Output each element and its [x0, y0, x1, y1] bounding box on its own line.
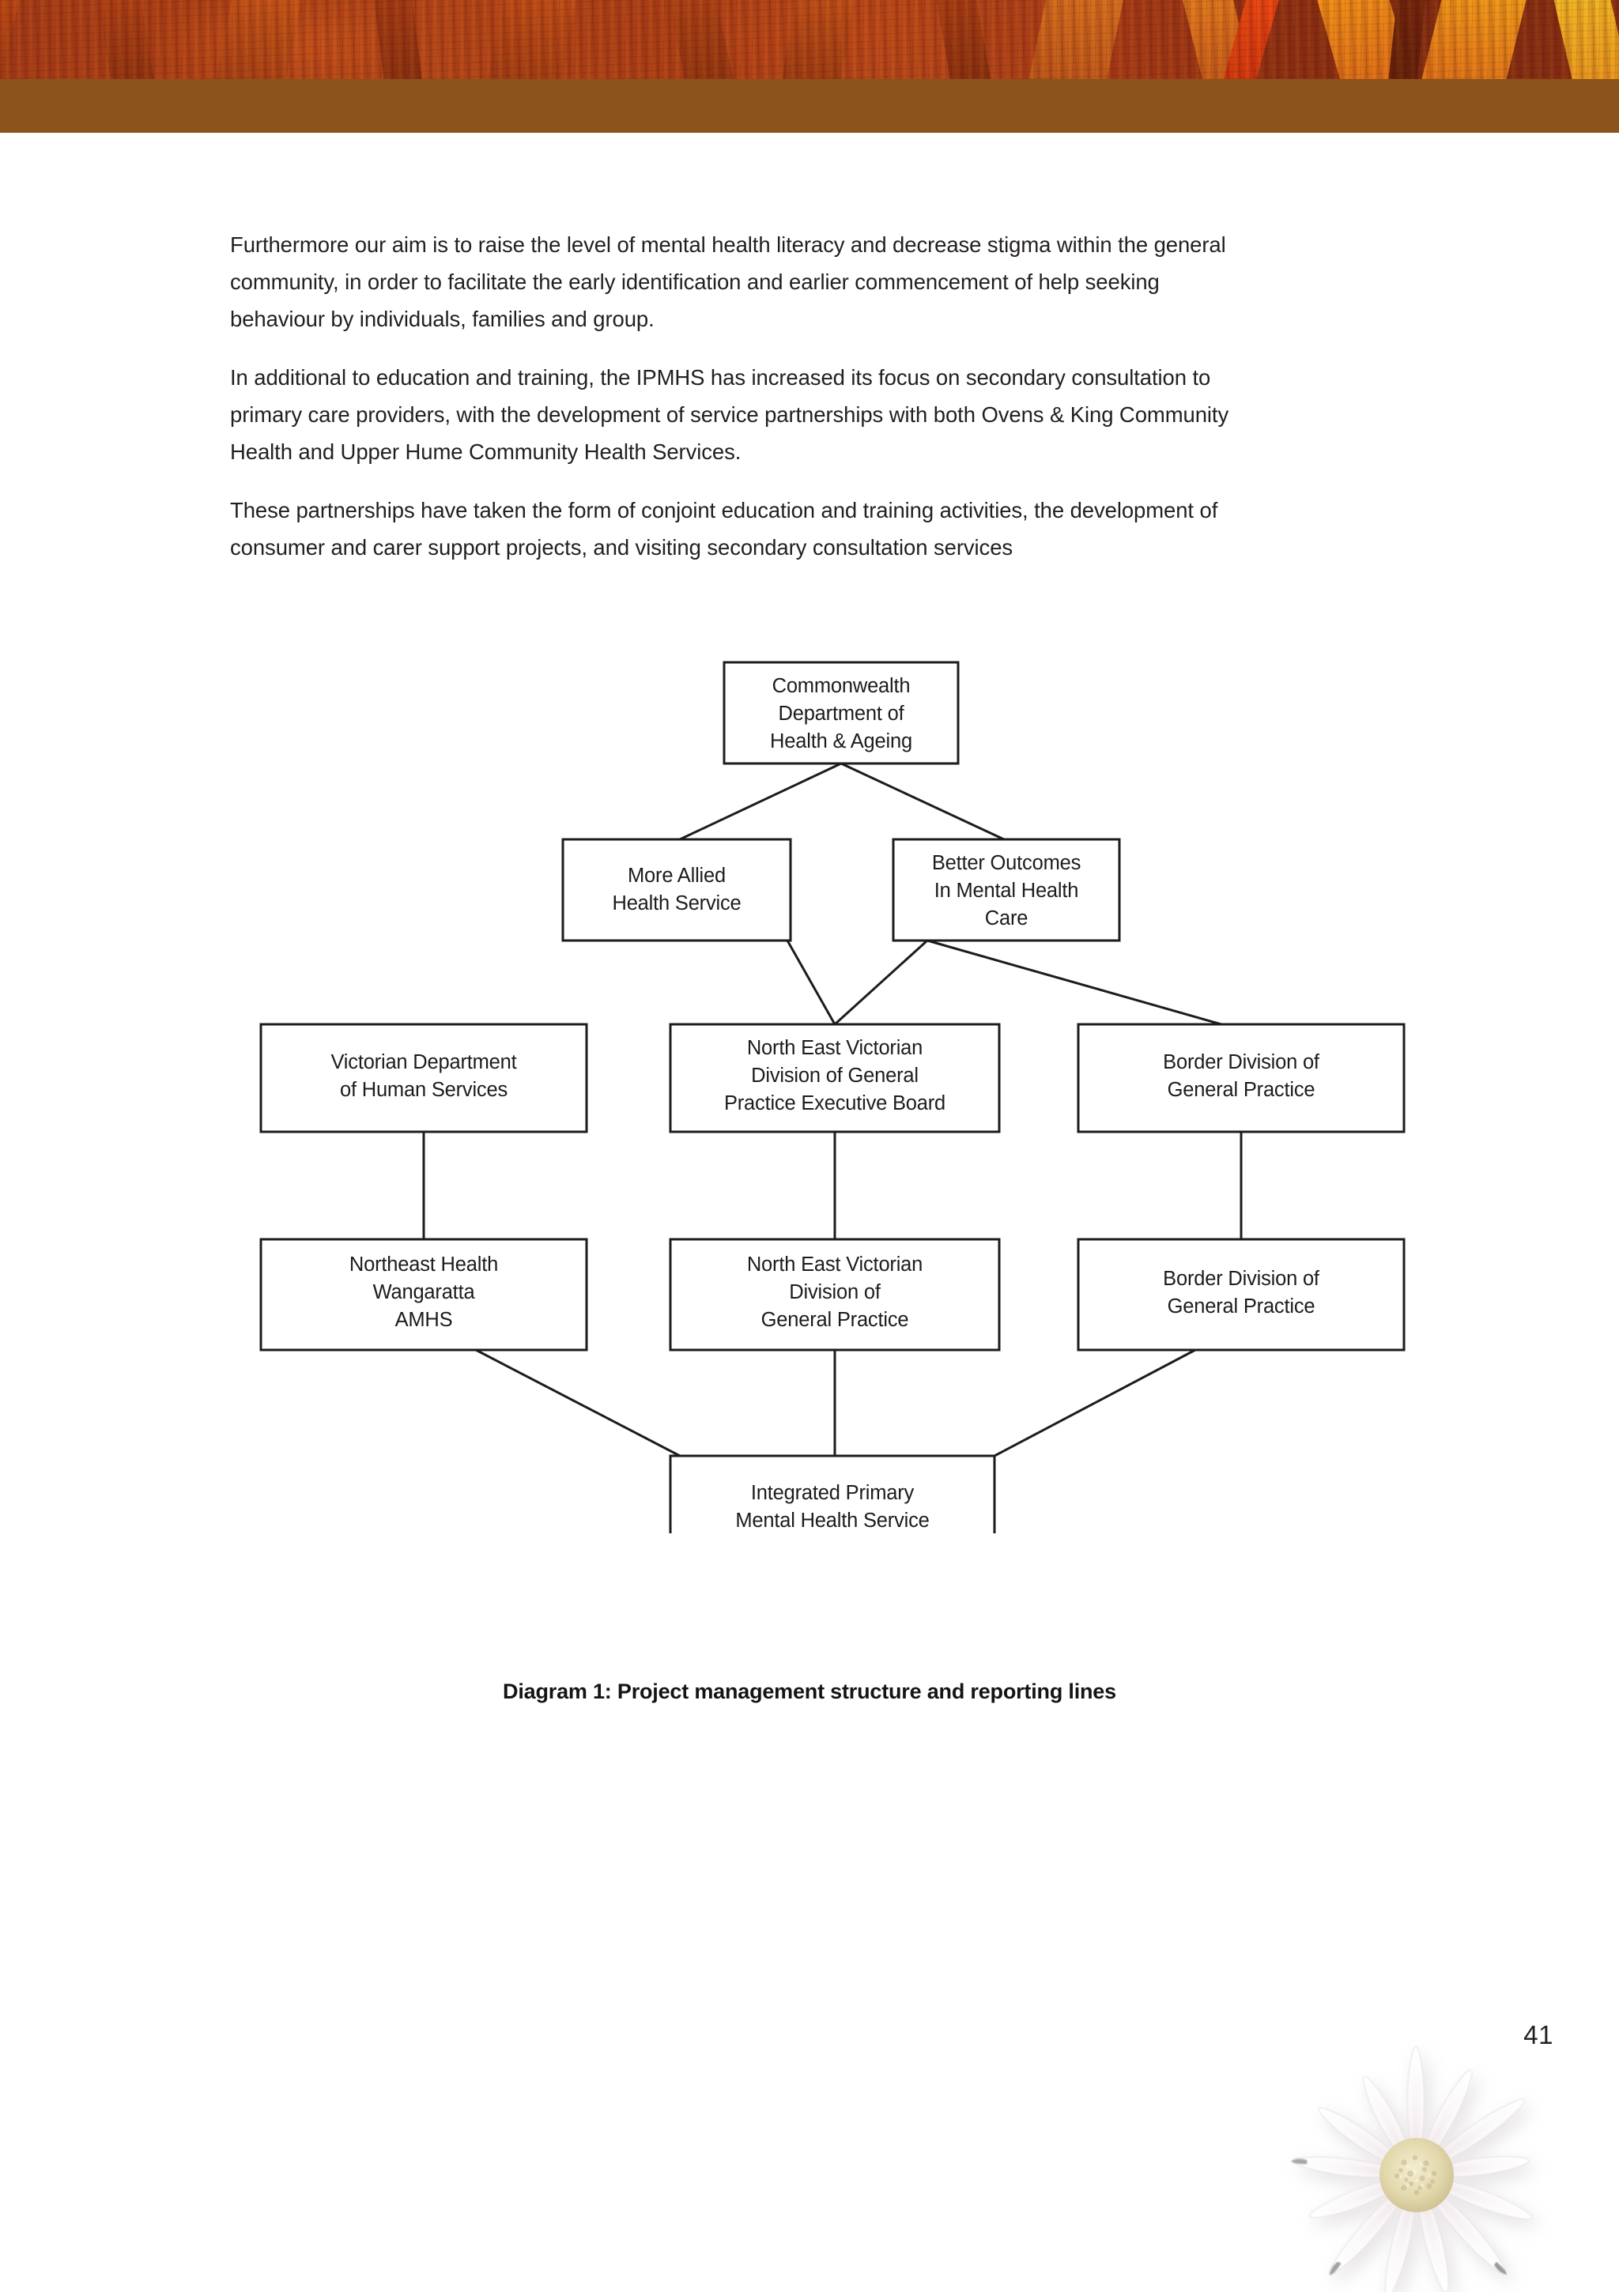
edge-northeast-health-to-ipmhs — [475, 1348, 681, 1457]
node-exec-board-line-1: North East Victorian — [747, 1037, 923, 1059]
node-nevdgp[interactable]: North East Victorian Division of General… — [669, 1238, 1001, 1352]
org-chart-diagram: Commonwealth Department of Health & Agei… — [0, 648, 1619, 1533]
node-nevdgp-executive-board[interactable]: North East Victorian Division of General… — [669, 1023, 1001, 1133]
node-northeast-health-wangaratta-amhs[interactable]: Northeast Health Wangaratta AMHS — [259, 1238, 588, 1352]
node-nhw-line-2: Wangaratta — [373, 1281, 476, 1303]
node-commonwealth-line-2: Department of — [779, 703, 905, 725]
node-commonwealth-line-1: Commonwealth — [772, 675, 911, 697]
node-nhw-line-3: AMHS — [395, 1309, 453, 1331]
node-exec-board-line-2: Division of General — [751, 1065, 919, 1087]
body-content: Furthermore our aim is to raise the leve… — [230, 226, 1232, 566]
diagram-caption: Diagram 1: Project management structure … — [503, 1680, 1116, 1703]
node-vic-dhs-line-1: Victorian Department — [330, 1051, 516, 1073]
node-border-bottom-line-1: Border Division of — [1163, 1268, 1320, 1290]
diagram-edges — [422, 762, 1243, 1457]
edge-border-bottom-to-ipmhs — [994, 1348, 1196, 1457]
node-victorian-department-of-human-services[interactable]: Victorian Department of Human Services — [259, 1023, 588, 1133]
paragraph-2: In additional to education and training,… — [230, 365, 1229, 464]
node-better-outcomes-line-3: Care — [985, 907, 1028, 929]
node-nevdgp-line-1: North East Victorian — [747, 1254, 923, 1276]
paragraph-3: These partnerships have taken the form o… — [230, 498, 1218, 560]
edge-more-allied-to-exec-board — [786, 940, 836, 1025]
node-more-allied-line-1: More Allied — [628, 865, 726, 887]
node-border-top-line-2: General Practice — [1168, 1079, 1315, 1101]
edge-commonwealth-to-more-allied — [679, 762, 842, 841]
edge-commonwealth-to-better-outcomes — [840, 762, 1005, 841]
node-nevdgp-line-2: Division of — [789, 1281, 881, 1303]
node-ipmhs-line-1: Integrated Primary — [751, 1482, 915, 1504]
flower-petals — [1290, 2046, 1533, 2296]
node-vic-dhs-line-2: of Human Services — [340, 1079, 508, 1101]
node-border-division-bottom[interactable]: Border Division of General Practice — [1077, 1238, 1406, 1352]
edge-better-outcomes-to-exec-board — [833, 939, 929, 1026]
node-border-division-top[interactable]: Border Division of General Practice — [1077, 1023, 1406, 1133]
node-more-allied-health-service[interactable]: More Allied Health Service — [561, 838, 792, 942]
node-commonwealth-line-3: Health & Ageing — [770, 730, 912, 752]
header-brown-band — [0, 79, 1619, 133]
paragraph-1: Furthermore our aim is to raise the leve… — [230, 232, 1226, 331]
node-border-top-line-1: Border Division of — [1163, 1051, 1320, 1073]
header-artwork-grain — [0, 0, 1619, 81]
node-integrated-primary-mental-health-service[interactable]: Integrated Primary Mental Health Service — [669, 1454, 996, 1533]
node-nhw-line-1: Northeast Health — [349, 1254, 498, 1276]
header-artwork — [0, 0, 1619, 81]
page-number: 41 — [1523, 2020, 1553, 2049]
node-better-outcomes-line-1: Better Outcomes — [932, 852, 1081, 874]
flower-center — [1379, 2138, 1454, 2212]
page-header-banner — [0, 0, 1619, 133]
flannel-flower-decoration — [1249, 2008, 1581, 2296]
header-artwork-texture — [0, 0, 1619, 81]
node-exec-board-line-3: Practice Executive Board — [724, 1092, 945, 1114]
node-ipmhs-line-2: Mental Health Service — [735, 1510, 929, 1532]
node-more-allied-line-2: Health Service — [612, 892, 741, 914]
node-border-bottom-line-2: General Practice — [1168, 1295, 1315, 1318]
node-better-outcomes[interactable]: Better Outcomes In Mental Health Care — [892, 838, 1121, 942]
node-commonwealth[interactable]: Commonwealth Department of Health & Agei… — [723, 661, 960, 765]
node-better-outcomes-line-2: In Mental Health — [934, 880, 1078, 902]
edge-better-outcomes-to-border-division — [926, 939, 1222, 1026]
node-nevdgp-line-3: General Practice — [761, 1309, 909, 1331]
